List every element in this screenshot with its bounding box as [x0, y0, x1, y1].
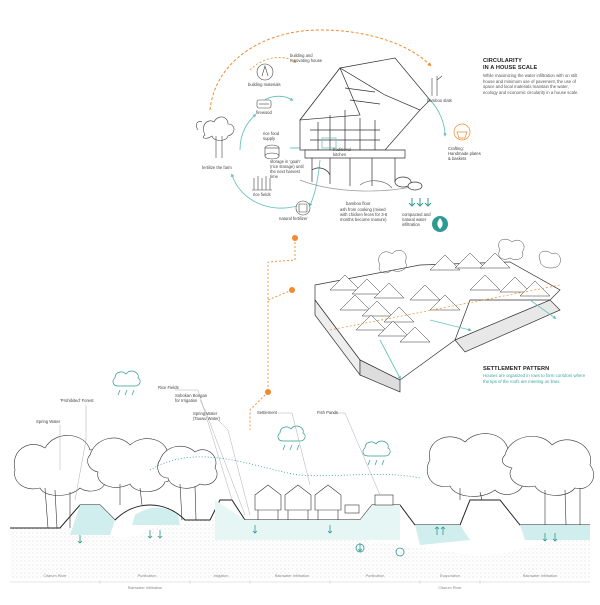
evaporation-arrows-section: [434, 526, 446, 535]
label-storage: storage in 'goah' (rice storage) until t…: [270, 159, 304, 179]
section-fish-pond-huts: [344, 494, 394, 514]
orange-cycle-arrow: [209, 29, 432, 111]
label-fish-ponds: Fish Ponds: [317, 410, 338, 415]
label-fertilize: fertilize the farm: [202, 165, 232, 170]
tree-planting-icon: [256, 63, 274, 81]
cloud-rain-icon-1: [112, 370, 141, 396]
axis-label-4: Purification: [365, 574, 385, 578]
water-pond-center-left: [132, 507, 180, 525]
label-bamboo-floor: bamboo floor: [346, 201, 371, 206]
house-description: While maximizing the water infiltration …: [483, 73, 579, 95]
label-sobokan: Sobokan Bongan for Irrigation: [175, 393, 208, 403]
settlement-water-arrows: [379, 299, 557, 380]
water-path-dotted: [149, 456, 421, 479]
label-kitchen: traditional kitchen: [333, 147, 352, 157]
water-fish-pond: [415, 525, 470, 545]
label-materials: building materials: [248, 82, 281, 87]
label-spring-water: Spring Water: [36, 419, 61, 424]
axis-label-2: Irrigation: [213, 574, 229, 578]
teal-cycle-arrow-mid: [264, 95, 294, 102]
forest-trees-icon: [196, 116, 235, 158]
axis-label-6: Rainwater Infiltration: [522, 574, 558, 578]
soil-layer: [10, 516, 590, 578]
label-rice-food: rice food supply: [263, 131, 280, 141]
settlement-title: SETTLEMENT PATTERN: [483, 366, 550, 372]
label-settlement: Settlement: [257, 410, 278, 415]
orange-connector-section: [249, 389, 271, 430]
teal-cycle-arrow-left: [230, 173, 301, 209]
label-rice-fields-section: Rice Fields: [158, 385, 179, 390]
infiltration-arrows-section: [77, 525, 558, 552]
label-leader-lines: [59, 389, 381, 516]
orange-connector-house-settlement: [267, 235, 298, 392]
settlement-orange-line: [329, 284, 561, 331]
fertilizer-icon: [295, 200, 311, 216]
rice-storage-icon: [264, 144, 280, 160]
forest-canopy-left: [13, 435, 218, 496]
stilt-house-illustration: [299, 57, 431, 192]
house-circularity-diagram: [196, 29, 471, 232]
label-firewood: firewood: [256, 110, 272, 115]
settlement-block-right: [454, 299, 561, 353]
teal-cycle-arrow-right: [429, 99, 447, 137]
label-prohibited-forest: 'Prohibited' Forest: [60, 398, 94, 403]
axis-label-1: Purification: [137, 574, 157, 578]
water-rice-terraces: [215, 500, 400, 540]
axis-label-5: Evaporation: [439, 574, 461, 578]
kitchen-highlight-box: [321, 137, 337, 149]
house-title-line2: IN A HOUSE SCALE: [483, 64, 538, 71]
cloud-rain-icon-3: [362, 440, 391, 466]
label-compacted: compacted and natural water infiltration: [402, 212, 431, 227]
water-right: [520, 525, 590, 540]
water-channel-left: [70, 505, 115, 535]
house-title: CIRCULARITY IN A HOUSE SCALE: [483, 58, 593, 71]
rice-plants-icon: [252, 176, 272, 191]
landscape-section: [10, 370, 595, 584]
label-building: building and renovating house: [290, 53, 323, 63]
infiltration-arrows-icon: [408, 198, 432, 207]
settlement-pattern-diagram: [314, 239, 561, 393]
teal-cycle-arrow-down: [309, 159, 321, 207]
orange-cycle-arrow-2: [249, 57, 297, 71]
label-ash: ash from cooking (mixed with chicken fec…: [340, 207, 388, 222]
axis-label-bottom-0: Rainwater Infiltration: [127, 586, 163, 590]
label-crafting: Crafting: Handmade plates & baskets: [448, 146, 481, 161]
label-fertilizer: natural fertilizer: [279, 216, 308, 221]
forest-canopy-right: [426, 433, 595, 497]
axis-label-3: Rainwater Infiltration: [274, 574, 310, 578]
cloud-rain-icon-2: [277, 425, 306, 451]
bamboo-icon: [431, 75, 443, 96]
axis-label-bottom-1: Citarum River: [438, 586, 462, 590]
axis-label-0: Citarum River: [43, 574, 67, 578]
recycle-icons-section: [355, 543, 405, 557]
water-drop-icon: [432, 216, 448, 232]
firewood-icon: [256, 99, 272, 109]
settlement-description: Houses are organized in rows to form cor…: [483, 373, 586, 384]
crafting-basket-icon: [453, 123, 471, 141]
teal-cycle-arrow-left2: [239, 113, 257, 151]
settlement-block-front: [359, 359, 401, 393]
tree-trunks-left: [44, 483, 197, 529]
label-bamboo: bamboo slats: [427, 98, 452, 103]
settlement-roof-rows: [329, 252, 551, 343]
section-houses: [254, 484, 342, 520]
axis-ticks: [99, 580, 481, 584]
tree-trunks-right: [459, 488, 581, 526]
house-title-line1: CIRCULARITY: [483, 58, 523, 64]
label-rice-fields: rice fields: [253, 192, 271, 197]
label-spring-water-2: Spring Water (Tauwu Water): [193, 411, 221, 421]
